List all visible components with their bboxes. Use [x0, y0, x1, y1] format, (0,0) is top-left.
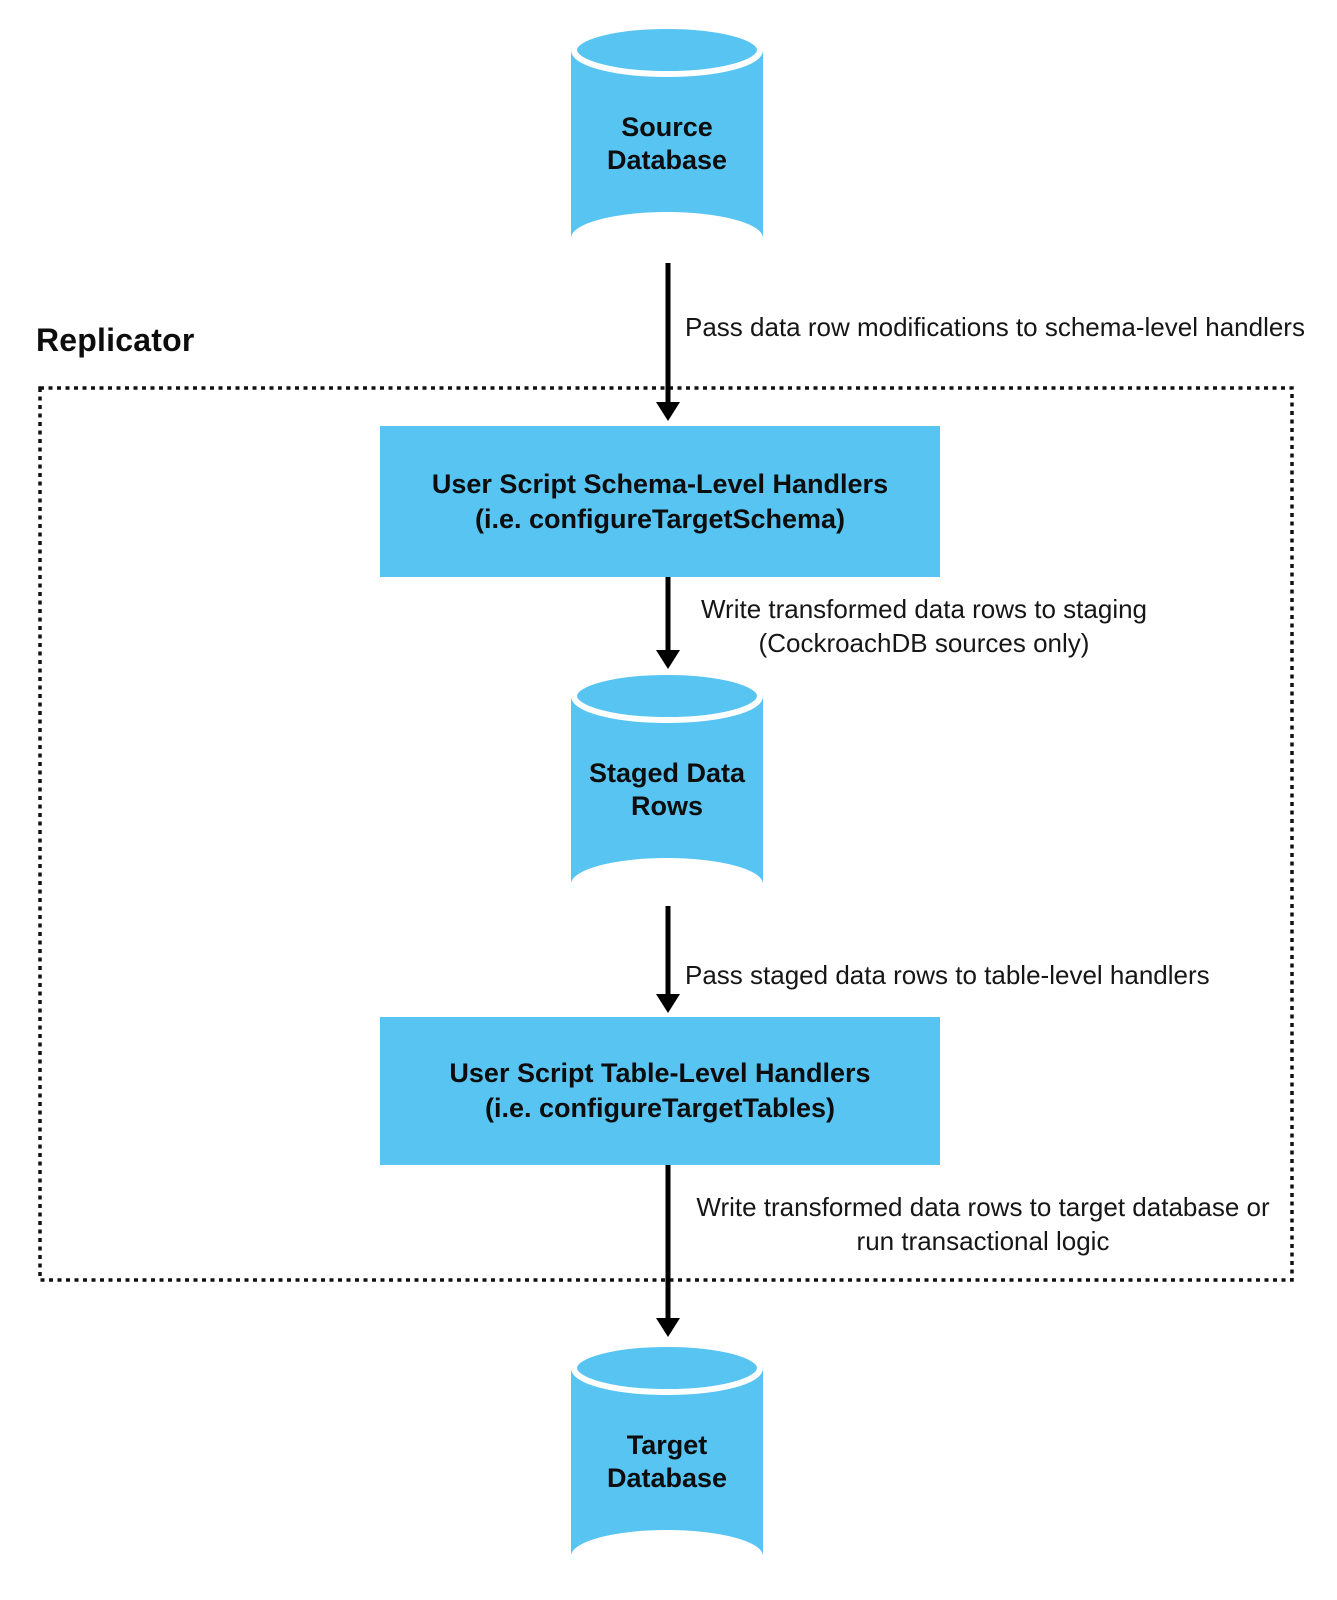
staged-data-rows-label: Staged Data Rows: [571, 670, 763, 910]
arrow-schema-to-staged: [654, 577, 682, 669]
edge-label-schema-to-staged: Write transformed data rows to staging (…: [688, 592, 1160, 660]
label-line: (i.e. configureTargetSchema): [474, 503, 846, 534]
arrow-down-icon: [656, 1165, 680, 1337]
label-line: User Script Schema-Level Handlers: [431, 468, 889, 499]
label-line: Target: [626, 1430, 708, 1460]
arrow-table-to-target: [654, 1165, 682, 1337]
label-line: (i.e. configureTargetTables): [484, 1093, 836, 1123]
staged-data-rows-node: Staged Data Rows: [571, 670, 763, 910]
label-line: Write transformed data rows to staging: [700, 594, 1148, 624]
source-database-node: Source Database: [571, 24, 763, 264]
schema-level-handlers-node: User Script Schema-Level Handlers (i.e. …: [380, 426, 940, 577]
label-line: run transactional logic: [856, 1226, 1110, 1256]
replicator-group-title: Replicator: [36, 322, 195, 358]
label-line: Rows: [630, 791, 703, 821]
database-cylinder-icon: [571, 670, 763, 884]
label-line: (CockroachDB sources only): [758, 628, 1090, 658]
label-line: Source: [621, 112, 713, 142]
table-level-handlers-node: User Script Table-Level Handlers (i.e. c…: [380, 1017, 940, 1165]
label-line: Write transformed data rows to target da…: [696, 1192, 1270, 1222]
arrow-down-icon: [656, 906, 680, 1013]
replicator-dashed-boundary: [38, 386, 1294, 1282]
label-line: Database: [606, 1463, 728, 1493]
label-line: Staged Data: [588, 758, 746, 788]
source-database-label: Source Database: [571, 24, 763, 264]
target-database-node: Target Database: [571, 1342, 763, 1582]
label-line: User Script Table-Level Handlers: [449, 1058, 871, 1088]
edge-label-source-to-schema: Pass data row modifications to schema-le…: [685, 312, 1305, 342]
edge-label-staged-to-table: Pass staged data rows to table-level han…: [685, 960, 1210, 990]
arrow-source-to-schema: [654, 263, 682, 421]
arrow-down-icon: [656, 263, 680, 421]
arrow-staged-to-table: [654, 906, 682, 1013]
edge-label-table-to-target: Write transformed data rows to target da…: [683, 1190, 1283, 1258]
arrow-down-icon: [656, 577, 680, 669]
label-line: Database: [606, 145, 728, 175]
database-cylinder-icon: [571, 24, 763, 238]
target-database-label: Target Database: [571, 1342, 763, 1582]
database-cylinder-icon: [571, 1342, 763, 1556]
